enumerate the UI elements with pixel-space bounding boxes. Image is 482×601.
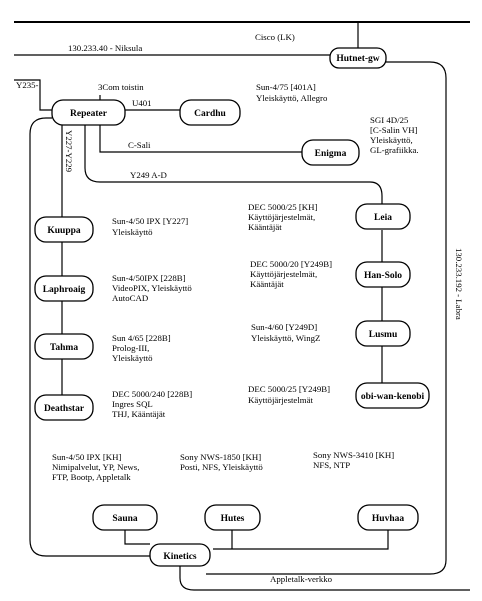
note-kuuppa: Sun-4/50 IPX [Y227] Yleiskäyttö	[112, 216, 190, 237]
y235-label: Y235-	[16, 80, 39, 90]
node-cardhu[interactable]: Cardhu	[179, 99, 241, 126]
svg-text:Deathstar: Deathstar	[44, 404, 85, 414]
note-sauna: Sun-4/50 IPX [KH] Nimipalvelut, YP, News…	[52, 452, 142, 482]
appletalk-line	[179, 566, 470, 591]
note-tahma: Sun 4/65 [228B] Prolog-III, Yleiskäyttö	[112, 333, 173, 363]
svg-text:Hutes: Hutes	[221, 514, 245, 524]
threecom-label: 3Com toistin	[98, 82, 144, 92]
note-lusmu: Sun-4/60 [Y249D] Yleiskäyttö, WingZ	[251, 322, 320, 343]
appletalk-label: Appletalk-verkko	[270, 574, 333, 584]
y249ad-label: Y249 A-D	[130, 170, 167, 180]
y235-line	[14, 79, 52, 111]
niksula-label: 130.233.40 - Niksula	[68, 43, 142, 53]
note-deathstar: DEC 5000/240 [228B] Ingres SQL THJ, Kään…	[112, 389, 194, 419]
note-laphroaig: Sun-4/50IPX [228B] VideoPIX, Yleiskäyttö…	[112, 273, 194, 303]
node-enigma[interactable]: Enigma	[301, 139, 360, 166]
cisco-label: Cisco (LK)	[255, 32, 295, 42]
node-kuuppa[interactable]: Kuuppa	[34, 216, 94, 243]
node-obi-wan-kenobi[interactable]: obi-wan-kenobi	[355, 382, 430, 409]
svg-text:Huvhaa: Huvhaa	[372, 514, 404, 524]
note-obi-wan-kenobi: DEC 5000/25 [Y249B] Käyttöjärjestelmät	[248, 384, 332, 405]
labra-label: 130.233.192 - Labra	[454, 248, 464, 320]
node-hutnet-gw[interactable]: Hutnet-gw	[329, 47, 387, 69]
y227-label: Y227-Y229	[64, 130, 74, 173]
y249ad-line	[84, 124, 383, 204]
svg-text:Han-Solo: Han-Solo	[364, 271, 402, 281]
node-hutes[interactable]: Hutes	[204, 504, 261, 531]
node-han-solo[interactable]: Han-Solo	[355, 261, 411, 288]
svg-text:Kinetics: Kinetics	[163, 552, 197, 562]
node-kinetics[interactable]: Kinetics	[149, 543, 211, 567]
node-leia[interactable]: Leia	[355, 203, 411, 230]
svg-text:Repeater: Repeater	[70, 109, 108, 119]
svg-text:Hutnet-gw: Hutnet-gw	[336, 54, 379, 64]
svg-text:Sauna: Sauna	[112, 514, 138, 524]
svg-text:Enigma: Enigma	[315, 149, 347, 159]
u401-label: U401	[132, 98, 152, 108]
node-tahma[interactable]: Tahma	[34, 333, 94, 360]
svg-text:Kuuppa: Kuuppa	[47, 226, 81, 236]
node-sauna[interactable]: Sauna	[92, 504, 158, 531]
svg-text:obi-wan-kenobi: obi-wan-kenobi	[361, 392, 425, 402]
csali-label: C-Sali	[128, 140, 151, 150]
labra-loop-line	[206, 61, 447, 575]
svg-text:Laphroaig: Laphroaig	[43, 285, 86, 295]
note-leia: DEC 5000/25 [KH] Käyttöjärjestelmät, Kää…	[248, 202, 320, 232]
csali-line	[99, 124, 302, 153]
node-huvhaa[interactable]: Huvhaa	[357, 504, 419, 531]
huvihaa-link	[213, 530, 389, 550]
note-enigma: SGI 4D/25 [C-Salin VH] Yleiskäyttö, GL-g…	[370, 115, 420, 155]
node-repeater[interactable]: Repeater	[51, 99, 126, 126]
note-huvhaa: Sony NWS-3410 [KH] NFS, NTP	[313, 450, 396, 470]
sauna-link	[124, 530, 150, 545]
note-han-solo: DEC 5000/20 [Y249B] Käyttöjärjestelmät, …	[250, 259, 334, 289]
svg-text:Cardhu: Cardhu	[194, 109, 226, 119]
svg-text:Tahma: Tahma	[50, 343, 78, 353]
node-deathstar[interactable]: Deathstar	[34, 394, 94, 421]
node-laphroaig[interactable]: Laphroaig	[34, 275, 94, 302]
svg-text:Lusmu: Lusmu	[369, 330, 398, 340]
node-lusmu[interactable]: Lusmu	[355, 320, 411, 347]
svg-text:Leia: Leia	[374, 213, 392, 223]
left-loop-line	[29, 117, 150, 557]
note-hutes: Sony NWS-1850 [KH] Posti, NFS, Yleiskäyt…	[180, 452, 263, 472]
note-cardhu: Sun-4/75 [401A] Yleiskäyttö, Allegro	[256, 82, 328, 103]
